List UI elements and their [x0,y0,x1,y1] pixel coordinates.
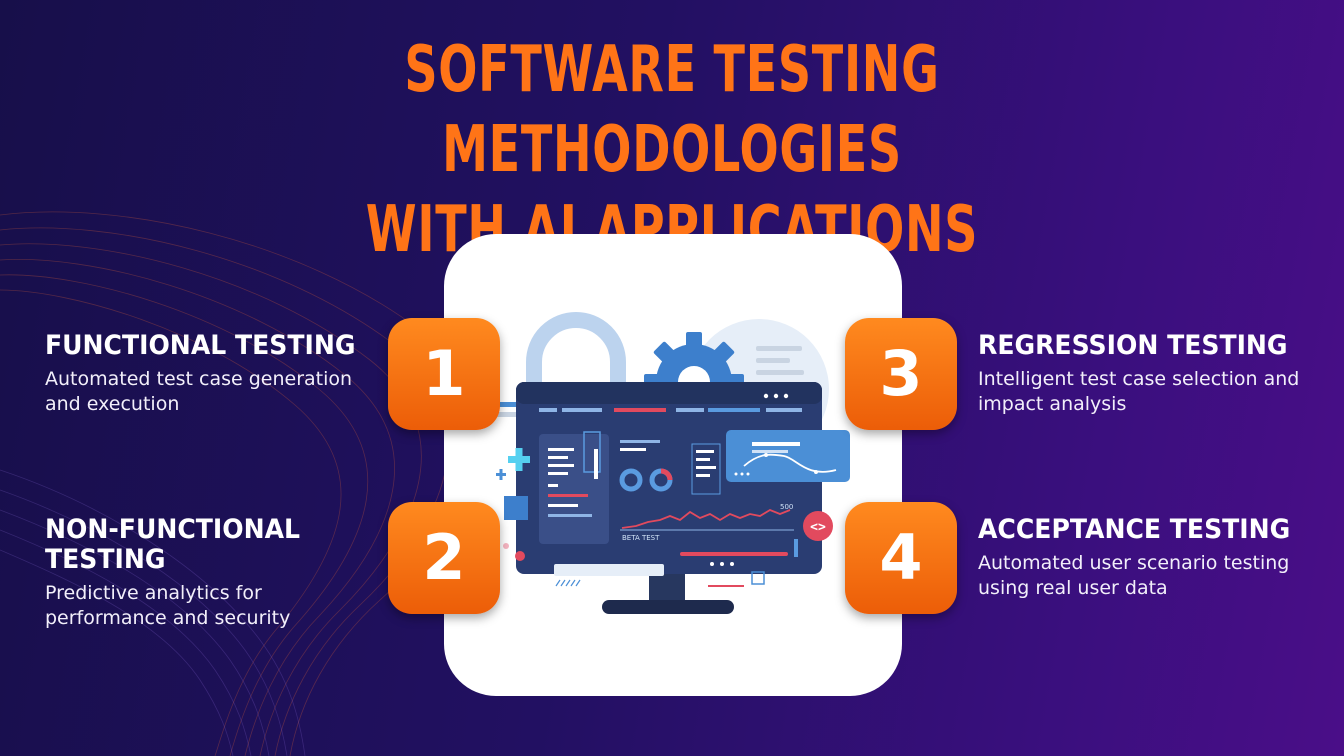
method-number-badge-2: 2 [388,502,500,614]
method-regression-testing: REGRESSION TESTING Intelligent test case… [978,331,1328,417]
method-description: Predictive analytics for performance and… [45,582,291,629]
donut-chart [619,468,643,492]
method-description: Automated user scenario testing using re… [978,552,1290,599]
analytics-card [726,430,850,482]
method-number-badge-3: 3 [845,318,957,430]
padlock-icon [526,312,626,384]
method-heading: ACCEPTANCE TESTING [978,514,1291,545]
method-heading: FUNCTIONAL TESTING [45,330,356,361]
method-functional-testing: FUNCTIONAL TESTING Automated test case g… [45,331,385,417]
line-graph [621,508,791,529]
monitor-base [602,600,734,614]
chart-label: BETA TEST [622,534,660,542]
title-line-1: SOFTWARE TESTING METHODOLOGIES [404,33,940,187]
method-number-badge-1: 1 [388,318,500,430]
testing-dashboard-illustration: BETA TEST 500 <> [492,312,850,614]
chart-value: 500 [780,503,793,511]
method-description: Intelligent test case selection and impa… [978,368,1300,415]
method-description: Automated test case generation and execu… [45,368,353,415]
svg-text:<>: <> [810,520,826,535]
page-title: SOFTWARE TESTING METHODOLOGIES WITH AI A… [188,30,1156,270]
method-acceptance-testing: ACCEPTANCE TESTING Automated user scenar… [978,515,1328,601]
monitor-neck [649,572,685,602]
method-number-badge-4: 4 [845,502,957,614]
method-non-functional-testing: NON-FUNCTIONAL TESTING Predictive analyt… [45,515,365,631]
method-heading: REGRESSION TESTING [978,330,1288,361]
code-brackets-icon [803,511,833,541]
plus-icon [508,448,530,471]
small-plus-icon [496,469,506,480]
method-heading: NON-FUNCTIONAL TESTING [45,514,301,575]
